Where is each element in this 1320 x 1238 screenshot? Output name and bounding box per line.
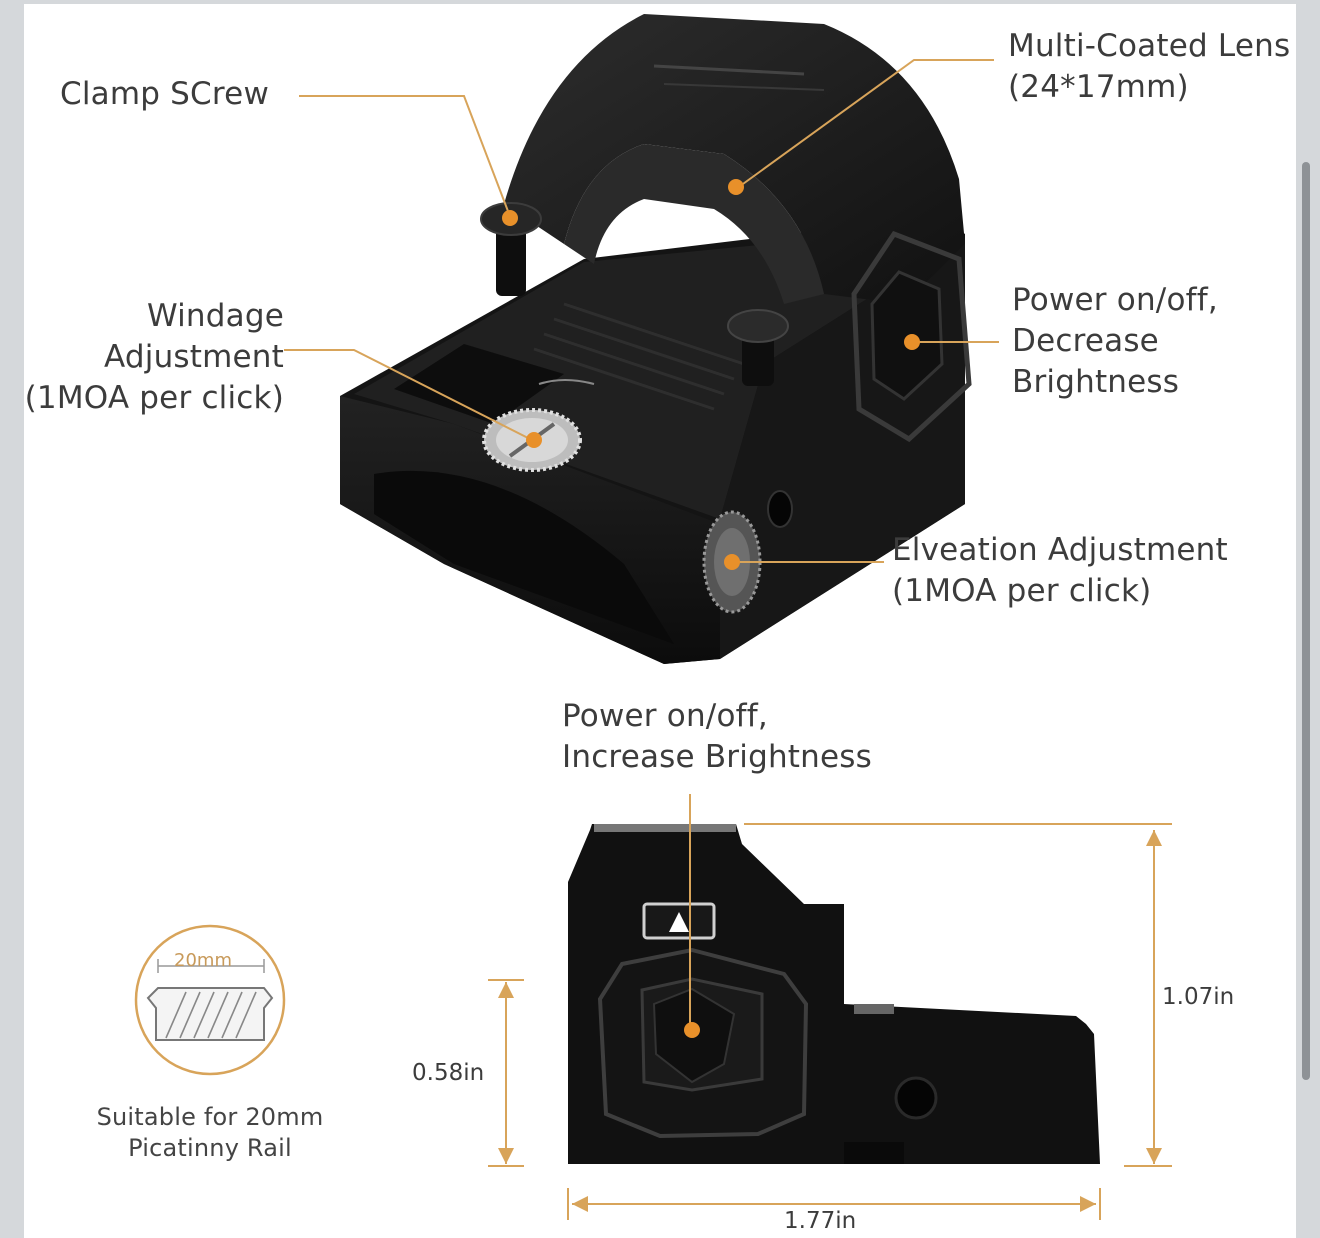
- dimension-length: 1.77in: [784, 1208, 857, 1234]
- label-power-decrease: Power on/off, Decrease Brightness: [1012, 280, 1218, 403]
- vertical-scrollbar[interactable]: [1302, 162, 1310, 1080]
- label-lens-line-2: (24*17mm): [1008, 69, 1189, 105]
- label-windage-line-3: (1MOA per click): [24, 380, 284, 416]
- label-clamp-screw: Clamp SCrew: [60, 76, 269, 112]
- label-lens-line-1: Multi-Coated Lens: [1008, 28, 1291, 64]
- label-rail-line-1: Suitable for 20mm: [96, 1103, 324, 1131]
- label-rail-line-2: Picatinny Rail: [128, 1134, 292, 1162]
- label-windage-line-1: Windage: [146, 298, 284, 334]
- label-elevation-line-2: (1MOA per click): [892, 573, 1152, 609]
- leader-lines-top: [284, 59, 999, 563]
- label-power-decrease-line-3: Brightness: [1012, 364, 1180, 400]
- sight-perspective-view: [340, 14, 972, 664]
- picatinny-rail-icon: [134, 924, 286, 1076]
- product-diagram: Clamp SCrew Multi-Coated Lens (24*17mm) …: [24, 4, 1296, 1238]
- dimension-lines: [488, 794, 1172, 1220]
- callout-dot-side: [684, 1022, 700, 1038]
- label-lens: Multi-Coated Lens (24*17mm): [1008, 26, 1290, 108]
- label-windage-line-2: Adjustment: [104, 339, 284, 375]
- sight-side-profile: [568, 824, 1100, 1164]
- dimension-arrowheads: [498, 830, 1162, 1212]
- label-power-increase-line-1: Power on/off,: [562, 698, 768, 734]
- label-elevation: Elveation Adjustment (1MOA per click): [892, 530, 1228, 612]
- dimension-height-lower: 0.58in: [412, 1060, 485, 1086]
- label-power-decrease-line-1: Power on/off,: [1012, 282, 1218, 318]
- label-power-increase: Power on/off, Increase Brightness: [562, 696, 872, 778]
- label-power-decrease-line-2: Decrease: [1012, 323, 1159, 359]
- label-elevation-line-1: Elveation Adjustment: [892, 532, 1228, 568]
- rail-width-label: 20mm: [174, 950, 232, 971]
- label-picatinny-rail: Suitable for 20mm Picatinny Rail: [60, 1102, 360, 1164]
- label-power-increase-line-2: Increase Brightness: [562, 739, 872, 775]
- dimension-height-total: 1.07in: [1162, 984, 1235, 1010]
- callout-dots-top: [502, 179, 920, 570]
- label-windage: Windage Adjustment (1MOA per click): [24, 296, 284, 419]
- red-dot-sight-illustration: [134, 14, 1172, 1220]
